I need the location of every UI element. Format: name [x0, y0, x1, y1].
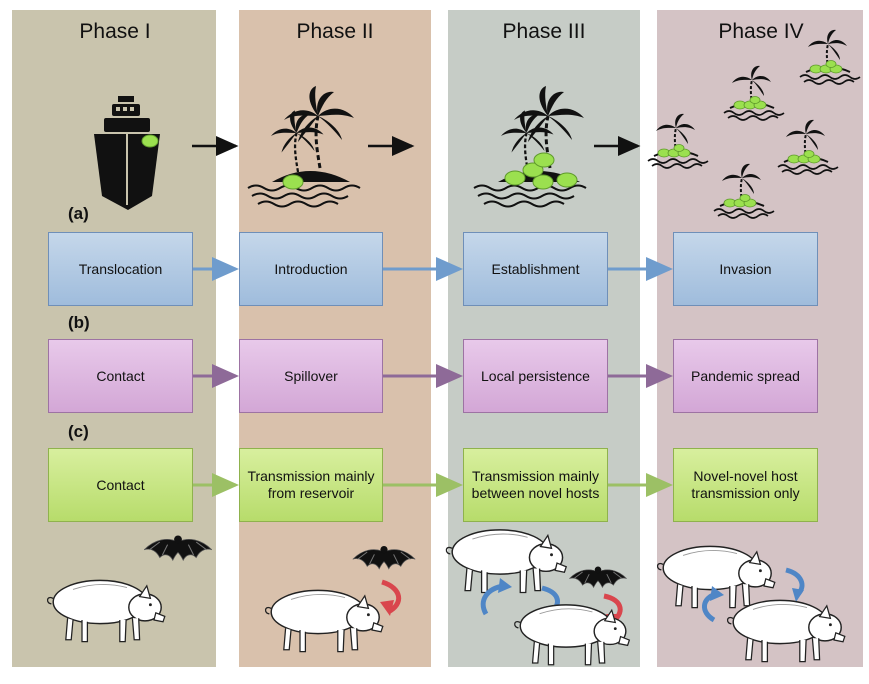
bat-icon — [143, 534, 213, 561]
phase-4-title: Phase IV — [718, 20, 804, 43]
box-establishment: Establishment — [463, 232, 608, 306]
row-label-c: (c) — [68, 422, 89, 441]
box-translocation: Translocation — [48, 232, 193, 306]
cycle-arrow-icon — [380, 579, 401, 616]
invaded-islands-icon — [647, 28, 861, 219]
pig-icon — [726, 599, 846, 663]
phase-1-title: Phase I — [79, 20, 151, 43]
pig-icon — [264, 589, 384, 653]
bat-icon — [352, 545, 416, 570]
box-novel-novel-only: Novel-novel host transmission only — [673, 448, 818, 522]
pig-icon — [514, 604, 631, 666]
bat-icon — [568, 565, 628, 588]
box-local-persistence: Local persistence — [463, 339, 608, 413]
ship-icon — [94, 96, 160, 210]
phase-3-title: Phase III — [502, 20, 586, 43]
cycle-arrow-icon — [702, 567, 805, 623]
box-transmission-novel-hosts: Transmission mainly between novel hosts — [463, 448, 608, 522]
box-introduction: Introduction — [239, 232, 383, 306]
box-pandemic-spread: Pandemic spread — [673, 339, 818, 413]
island-established-icon — [473, 84, 587, 208]
pig-icon — [656, 545, 776, 609]
box-contact-c: Contact — [48, 448, 193, 522]
box-transmission-from-reservoir: Transmission mainly from reservoir — [239, 448, 383, 522]
box-contact-b: Contact — [48, 339, 193, 413]
phase-2-title: Phase II — [296, 20, 374, 43]
box-invasion: Invasion — [673, 232, 818, 306]
row-label-b: (b) — [68, 313, 90, 332]
island-icon — [247, 84, 361, 208]
pig-icon — [46, 579, 166, 643]
row-label-a: (a) — [68, 204, 89, 223]
box-spillover: Spillover — [239, 339, 383, 413]
